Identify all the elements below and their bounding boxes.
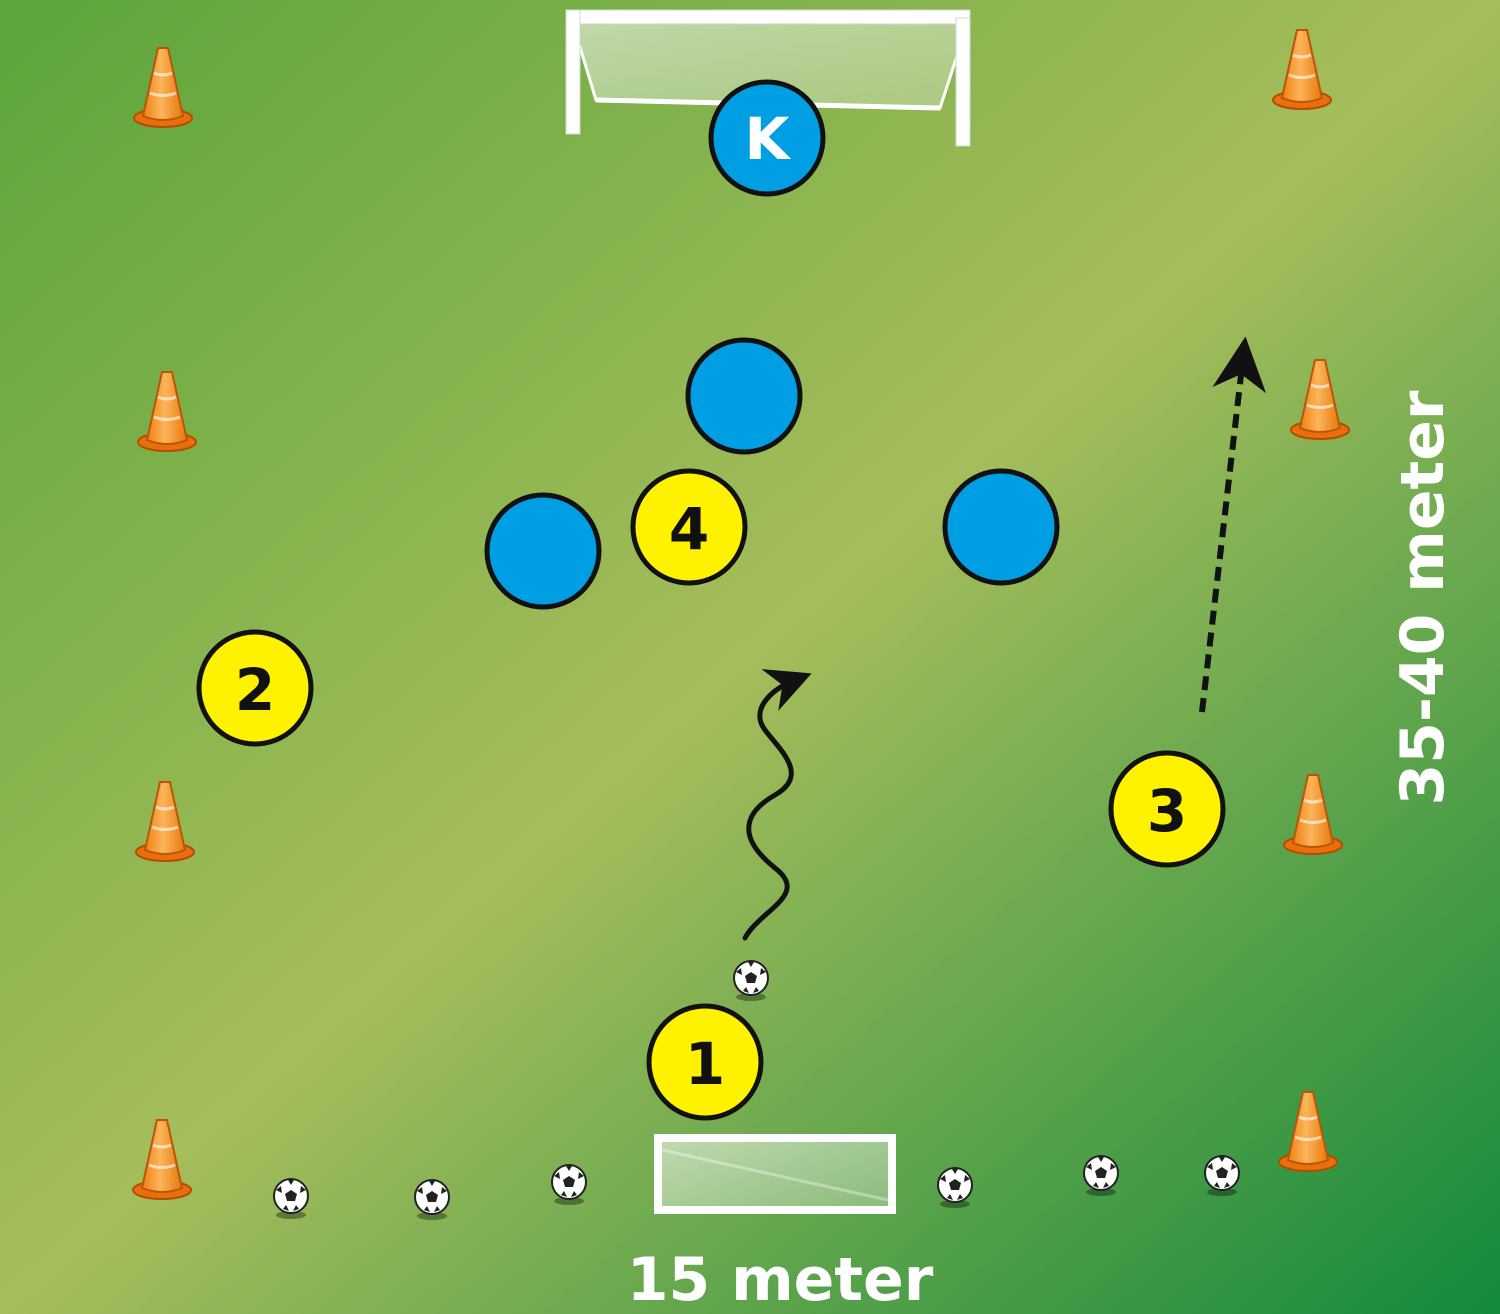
- defender-goalkeeper: K: [708, 79, 826, 197]
- attacker-2: 2: [196, 629, 314, 747]
- defender-top: [685, 337, 803, 455]
- ball-row-1: [273, 1178, 309, 1220]
- goal-small: [654, 1134, 896, 1214]
- dribble-arrow: [742, 669, 812, 941]
- goal-large: [565, 9, 971, 147]
- width-label: 15 meter: [627, 1245, 934, 1314]
- attacker-2-label: 2: [235, 656, 275, 724]
- ball-row-5: [1083, 1155, 1119, 1197]
- ball-row-6: [1204, 1155, 1240, 1197]
- attacker-1-label: 1: [685, 1030, 725, 1098]
- defender-left: [484, 492, 602, 610]
- ball-row-2: [414, 1179, 450, 1221]
- attacker-1: 1: [646, 1003, 764, 1121]
- ball-row-4: [937, 1167, 973, 1209]
- ball-row-3: [551, 1164, 587, 1206]
- goalkeeper-label: K: [745, 105, 792, 173]
- defender-right: [942, 468, 1060, 586]
- length-label: 35-40 meter: [1388, 390, 1458, 805]
- attacker-4-label: 4: [669, 495, 709, 563]
- ball-at-player-1: [733, 960, 769, 1002]
- attacker-4: 4: [630, 468, 748, 586]
- run-arrow: [1199, 336, 1267, 713]
- attacker-3-label: 3: [1147, 777, 1187, 845]
- attacker-3: 3: [1108, 750, 1226, 868]
